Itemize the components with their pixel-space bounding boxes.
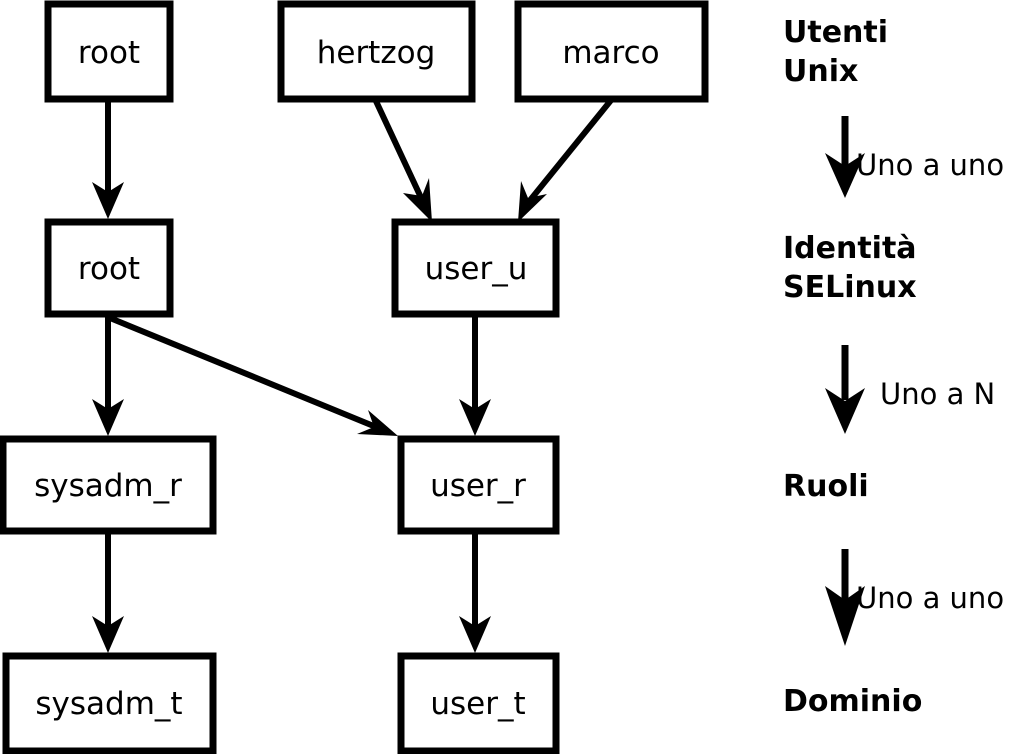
legend-relation-identita-to-ruoli-label: Uno a N: [880, 377, 995, 411]
edge-identity-root-to-role-sysadm-r: [92, 316, 124, 436]
edge-unix-marco-to-identity-user-u: [518, 97, 615, 222]
edge-identity-user-u-to-role-user-r: [459, 316, 491, 436]
node-unix-root-label: root: [78, 35, 140, 71]
legend-stage-utenti-unix-line1: Utenti: [783, 15, 888, 50]
node-unix-marco[interactable]: marco: [514, 0, 709, 103]
node-role-user-r[interactable]: user_r: [397, 435, 560, 535]
node-role-sysadm-r-label: sysadm_r: [34, 468, 182, 504]
legend-stage-dominio-line1: Dominio: [783, 684, 922, 719]
legend-stage-identita-selinux-line2: SELinux: [783, 270, 917, 305]
node-unix-hertzog-label: hertzog: [317, 35, 436, 71]
legend-relation-identita-to-ruoli: Uno a N: [825, 345, 995, 434]
edge-unix-hertzog-to-identity-user-u: [372, 97, 432, 222]
legend-stage-dominio: Dominio: [783, 684, 922, 719]
node-domain-sysadm-t-label: sysadm_t: [35, 686, 182, 722]
legend-stage-utenti-unix: Utenti Unix: [783, 15, 888, 89]
legend-stage-utenti-unix-line2: Unix: [783, 54, 858, 89]
node-unix-hertzog[interactable]: hertzog: [277, 0, 476, 103]
legend-relation-ruoli-to-dominio-label: Uno a uno: [856, 581, 1004, 615]
legend-relation-ruoli-to-dominio: Uno a uno: [825, 549, 1004, 646]
node-domain-user-t[interactable]: user_t: [397, 652, 560, 754]
node-identity-user-u[interactable]: user_u: [391, 218, 560, 318]
edge-identity-root-to-role-user-r: [108, 315, 398, 436]
legend-stage-ruoli: Ruoli: [783, 469, 869, 504]
node-identity-user-u-label: user_u: [425, 251, 528, 287]
legend-stage-identita-selinux: Identità SELinux: [783, 231, 917, 305]
node-role-user-r-label: user_r: [430, 468, 526, 504]
legend-stage-identita-selinux-line1: Identità: [783, 231, 917, 266]
node-domain-sysadm-t[interactable]: sysadm_t: [2, 652, 217, 754]
node-role-sysadm-r[interactable]: sysadm_r: [0, 435, 217, 535]
node-identity-root-label: root: [78, 251, 140, 287]
node-unix-marco-label: marco: [562, 35, 659, 71]
edge-unix-root-to-identity-root: [92, 99, 124, 219]
node-domain-user-t-label: user_t: [430, 686, 525, 722]
edge-role-sysadm-r-to-domain-sysadm-t: [92, 533, 124, 653]
legend-relation-utenti-to-identita-label: Uno a uno: [856, 148, 1004, 182]
node-identity-root[interactable]: root: [44, 218, 174, 318]
legend-stage-ruoli-line1: Ruoli: [783, 469, 869, 504]
legend-relation-utenti-to-identita: Uno a uno: [825, 116, 1004, 198]
edge-role-user-r-to-domain-user-t: [459, 533, 491, 653]
node-unix-root[interactable]: root: [44, 0, 174, 103]
